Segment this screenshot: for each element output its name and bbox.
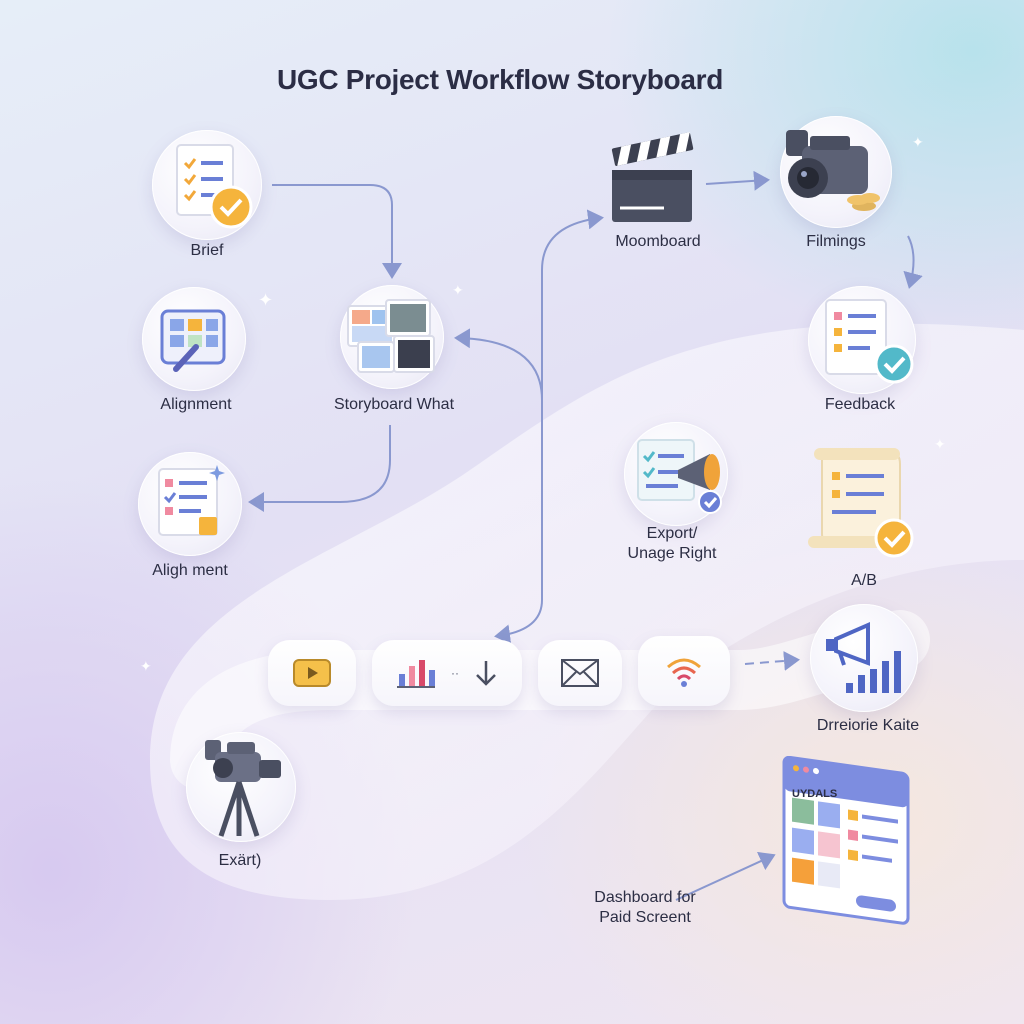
sparkle-icon: ✦: [912, 134, 924, 150]
camera-label: Exärt): [218, 852, 262, 869]
sparkle-icon: ✦: [452, 282, 464, 298]
pill-broadcast[interactable]: [638, 636, 730, 706]
connector-hub-storyboard: [454, 328, 543, 401]
connector-storyboard-alighment: [248, 425, 391, 512]
dashboard-node[interactable]: UYDALS: [780, 755, 914, 926]
moodboard-node[interactable]: [606, 130, 706, 226]
connector-filming-feedback: [903, 235, 923, 289]
alighment-node[interactable]: [138, 452, 242, 556]
sparkle-icon: ✦: [140, 658, 152, 674]
dashboard-header-text: UYDALS: [792, 788, 838, 800]
photo-cards-icon: [347, 299, 435, 373]
alignment-label: Alignment: [160, 396, 232, 413]
bar-chart-icon: [397, 660, 435, 688]
pill-mail[interactable]: [538, 640, 622, 706]
tripod-camera-icon: [205, 740, 281, 837]
export-label-line2: Unage Right: [627, 545, 717, 562]
brief-node[interactable]: [152, 130, 262, 240]
distribute-label: Drreiorie Kaite: [816, 717, 920, 734]
connector-hub-bottom: [494, 400, 543, 645]
camera-node[interactable]: [186, 732, 296, 842]
megaphone-chart-icon: [826, 621, 901, 693]
dots-icon: ··: [451, 666, 459, 680]
sparkle-icon: ✦: [934, 436, 946, 452]
feedback-label: Feedback: [824, 396, 896, 413]
video-tag-icon: [293, 659, 331, 687]
distribute-node[interactable]: [810, 604, 918, 712]
connector-pill-distribute: [744, 650, 800, 671]
megaphone-document-icon: [637, 439, 722, 514]
brief-label: Brief: [190, 242, 224, 259]
export-node[interactable]: [624, 422, 728, 526]
dashboard-label-line1: Dashboard for: [594, 889, 696, 906]
storyboard-label: Storyboard What: [333, 396, 455, 413]
storyboard-node[interactable]: [340, 285, 444, 389]
pill-video-tag[interactable]: [268, 640, 356, 706]
arrow-down-icon: [476, 661, 496, 686]
video-camera-icon: [786, 130, 880, 211]
connector-moodboard-filming: [705, 170, 770, 191]
clapperboard-icon: [611, 132, 694, 222]
dashboard-screen-icon: [782, 755, 910, 925]
scroll-check-icon: [808, 448, 914, 558]
export-label-line1: Export/: [646, 525, 698, 542]
feedback-node[interactable]: [808, 286, 916, 394]
ab-node[interactable]: [802, 440, 920, 560]
connector-hub-moodboard: [541, 209, 604, 400]
filming-label: Filmings: [806, 233, 866, 250]
calendar-board-icon: [160, 309, 226, 372]
alignment-node[interactable]: [142, 287, 246, 391]
pill-analytics[interactable]: ··: [372, 640, 522, 706]
filming-node[interactable]: [780, 116, 892, 228]
ab-label: A/B: [851, 572, 877, 589]
connector-brief-storyboard: [272, 184, 402, 279]
envelope-icon: [561, 659, 599, 687]
sparkle-icon: ✦: [258, 290, 274, 310]
checklist-icon: [158, 465, 225, 536]
wifi-signal-icon: [667, 658, 701, 687]
document-check-icon: [176, 144, 253, 229]
feedback-document-icon: [825, 299, 914, 384]
dashboard-label-line2: Paid Screent: [599, 909, 691, 926]
page-title: UGC Project Workflow Storyboard: [276, 64, 723, 95]
alighment-label: Aligh ment: [152, 562, 228, 579]
moodboard-label: Moomboard: [615, 233, 701, 250]
